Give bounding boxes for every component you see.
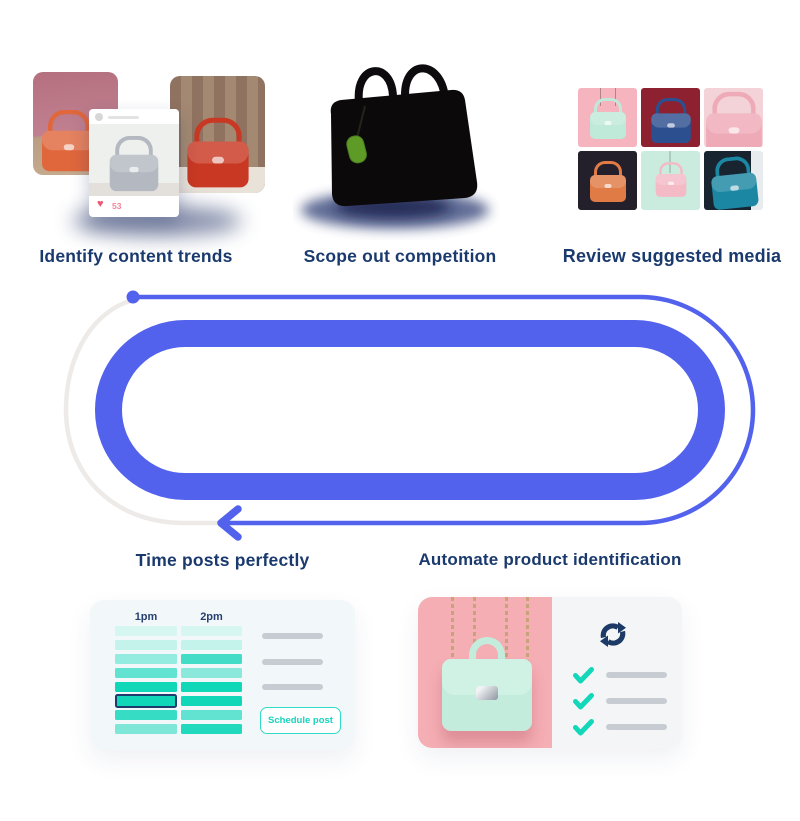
caption-identify-content-trends: Identify content trends xyxy=(39,246,233,266)
gray-bag-illustration xyxy=(109,135,159,192)
trend-photo-red-bag xyxy=(170,76,265,193)
time-slot-bar xyxy=(181,724,242,734)
like-count: 53 xyxy=(112,201,122,211)
avatar xyxy=(95,113,103,121)
bag-handle xyxy=(193,117,242,145)
column-header-2pm: 2pm xyxy=(200,611,223,623)
arrow-left-icon xyxy=(217,505,242,541)
chain-strap xyxy=(526,597,529,667)
time-slot-bar xyxy=(181,710,242,720)
chain-strap xyxy=(451,597,454,667)
check-icon xyxy=(573,693,594,710)
bag-handle xyxy=(47,109,90,134)
sync-icon xyxy=(600,622,626,647)
mint-bag-clasp xyxy=(476,686,498,700)
caption-time-posts-perfectly: Time posts perfectly xyxy=(135,550,310,570)
time-slot-bar xyxy=(115,710,177,720)
post-footer: ♥ 53 xyxy=(89,196,179,217)
caption-review-suggested-media: Review suggested media xyxy=(562,246,782,266)
loop-start-dot xyxy=(126,290,140,304)
post-photo-gray-bag xyxy=(89,124,179,196)
check-icon xyxy=(573,719,594,736)
red-bag-illustration xyxy=(186,117,249,188)
mint-bag-handle xyxy=(469,637,505,663)
time-slot-bar xyxy=(115,682,177,692)
instagram-post-card: ♥ 53 xyxy=(89,109,179,217)
username-placeholder xyxy=(108,116,139,119)
media-tile-mint-bag[interactable] xyxy=(578,88,637,147)
bag-handle xyxy=(115,135,153,158)
column-header-1pm: 1pm xyxy=(134,611,158,623)
text-placeholder-line xyxy=(606,672,667,678)
bag-strap xyxy=(669,151,672,173)
schedule-card: 1pm 2pm Schedule post xyxy=(90,600,355,750)
media-tile-navy-bag[interactable] xyxy=(641,88,700,147)
caption-automate-product-identification: Automate product identification xyxy=(418,550,682,569)
bag-body xyxy=(330,89,478,207)
media-tile-pink-crossbody[interactable] xyxy=(641,151,700,210)
bag-handle-right xyxy=(401,64,449,102)
time-slot-bar xyxy=(115,640,177,650)
product-photo-mint-bag xyxy=(418,597,552,748)
competitor-black-bag-image xyxy=(301,64,489,229)
loop-track xyxy=(95,320,725,500)
loop-progress-line xyxy=(130,294,756,526)
time-slot-bar xyxy=(181,626,242,636)
time-slot-bar xyxy=(181,682,242,692)
schedule-post-button[interactable]: Schedule post xyxy=(260,707,341,734)
post-header xyxy=(89,109,179,124)
time-slot-bar xyxy=(181,668,242,678)
chain-strap xyxy=(505,597,508,661)
time-slot-bar xyxy=(115,626,177,636)
check-icon xyxy=(573,667,594,684)
selected-time-slot[interactable] xyxy=(115,694,177,708)
media-tile-orange-bag[interactable] xyxy=(578,151,637,210)
caption-scope-out-competition: Scope out competition xyxy=(303,246,497,266)
time-slot-bar xyxy=(115,724,177,734)
text-placeholder-line xyxy=(262,659,323,665)
media-tile-pink-bag[interactable] xyxy=(704,88,763,147)
text-placeholder-line xyxy=(606,698,667,704)
mint-bag-body xyxy=(442,659,532,731)
text-placeholder-line xyxy=(606,724,667,730)
tag-string xyxy=(356,105,366,139)
bag-handle-left xyxy=(354,67,397,106)
time-slot-bar xyxy=(181,640,242,650)
bag-body xyxy=(109,154,159,192)
bag-straps xyxy=(599,88,616,106)
chain-strap xyxy=(473,597,476,661)
heart-icon: ♥ xyxy=(97,198,104,210)
text-placeholder-line xyxy=(262,633,323,639)
time-slot-bar xyxy=(115,654,177,664)
timeslot-column-1pm xyxy=(115,626,177,734)
time-slot-bar xyxy=(181,654,242,664)
bag-body xyxy=(41,130,96,172)
text-placeholder-line xyxy=(262,684,323,690)
automation-card xyxy=(418,597,682,748)
time-slot-bar xyxy=(115,668,177,678)
time-slot-bar xyxy=(181,696,242,706)
media-tile-teal-bag[interactable] xyxy=(704,151,763,210)
identification-panel xyxy=(552,597,682,748)
loop-remaining-arc xyxy=(63,296,221,526)
bag-body xyxy=(186,141,249,188)
suggested-media-grid xyxy=(578,88,763,210)
timeslot-column-2pm xyxy=(181,626,242,734)
green-price-tag xyxy=(346,135,367,164)
orange-bag-illustration xyxy=(41,109,96,172)
